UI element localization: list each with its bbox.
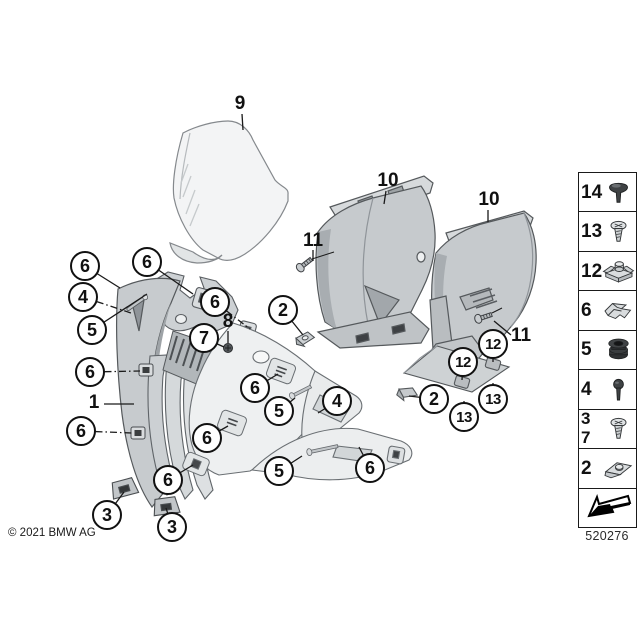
legend-row-14: 14 bbox=[579, 173, 636, 213]
screw-8 bbox=[223, 343, 233, 353]
screw-lower-2 bbox=[306, 444, 339, 456]
callout-7[interactable]: 7 bbox=[189, 323, 219, 353]
callout-6[interactable]: 6 bbox=[75, 357, 105, 387]
legend-row-3-7: 3 7 bbox=[579, 409, 636, 450]
callout-12[interactable]: 12 bbox=[478, 329, 508, 359]
callout-6[interactable]: 6 bbox=[70, 251, 100, 281]
legend-number: 3 bbox=[581, 409, 591, 429]
legend-number-stack: 3 7 bbox=[581, 409, 602, 447]
spring-clip-icon bbox=[602, 295, 635, 327]
callout-10[interactable]: 10 bbox=[478, 189, 500, 210]
screw-axis-lines bbox=[311, 251, 503, 314]
sheet-metal-nut-icon bbox=[602, 452, 635, 484]
legend-row-arrow bbox=[579, 489, 636, 527]
callout-6[interactable]: 6 bbox=[240, 373, 270, 403]
callout-5[interactable]: 5 bbox=[77, 315, 107, 345]
rubber-grommet-icon bbox=[602, 333, 635, 366]
callout-6[interactable]: 6 bbox=[153, 465, 183, 495]
callout-6[interactable]: 6 bbox=[132, 247, 162, 277]
callout-2[interactable]: 2 bbox=[419, 384, 449, 414]
parts-legend: 14 13 bbox=[578, 172, 637, 528]
copyright-text: © 2021 BMW AG bbox=[8, 527, 96, 539]
legend-number: 7 bbox=[581, 427, 591, 447]
callout-11[interactable]: 11 bbox=[510, 325, 532, 346]
callout-6[interactable]: 6 bbox=[355, 453, 385, 483]
callout-13[interactable]: 13 bbox=[478, 384, 508, 414]
legend-row-4: 4 bbox=[579, 370, 636, 410]
callout-4[interactable]: 4 bbox=[322, 386, 352, 416]
callout-2[interactable]: 2 bbox=[268, 295, 298, 325]
legend-number: 4 bbox=[581, 378, 592, 400]
mount-feet bbox=[111, 477, 181, 517]
knob-plug-icon bbox=[602, 176, 635, 209]
callout-11[interactable]: 11 bbox=[302, 230, 324, 251]
legend-row-5: 5 bbox=[579, 331, 636, 371]
clip-nut-upper bbox=[295, 331, 316, 348]
windscreen-part bbox=[169, 120, 289, 264]
diagram-code: 520276 bbox=[585, 529, 629, 543]
screw-lower-1 bbox=[289, 384, 313, 400]
callout-6[interactable]: 6 bbox=[200, 287, 230, 317]
legend-row-6: 6 bbox=[579, 291, 636, 331]
callout-12[interactable]: 12 bbox=[448, 347, 478, 377]
legend-row-12: 12 bbox=[579, 252, 636, 292]
screw-11-left bbox=[295, 256, 314, 273]
legend-number: 2 bbox=[581, 457, 592, 479]
screw-11-right bbox=[474, 311, 493, 324]
clip-pads bbox=[182, 357, 297, 477]
mount-tabs bbox=[130, 363, 154, 440]
callout-9[interactable]: 9 bbox=[234, 93, 246, 114]
legend-number: 5 bbox=[581, 339, 592, 361]
direction-arrow-icon bbox=[581, 493, 635, 523]
cage-nut-icon bbox=[602, 255, 635, 288]
callout-3[interactable]: 3 bbox=[92, 500, 122, 530]
legend-number: 14 bbox=[581, 181, 603, 203]
callout-5[interactable]: 5 bbox=[264, 456, 294, 486]
callout-8[interactable]: 8 bbox=[222, 311, 234, 332]
callout-10[interactable]: 10 bbox=[377, 170, 399, 191]
callout-5[interactable]: 5 bbox=[264, 396, 294, 426]
legend-row-2: 2 bbox=[579, 449, 636, 489]
callout-1[interactable]: 1 bbox=[88, 392, 100, 413]
callout-3[interactable]: 3 bbox=[157, 512, 187, 542]
pan-head-screw-icon bbox=[602, 412, 635, 445]
legend-number: 12 bbox=[581, 260, 603, 282]
pan-head-screw-icon bbox=[602, 215, 635, 248]
legend-row-13: 13 bbox=[579, 212, 636, 252]
callout-13[interactable]: 13 bbox=[449, 402, 479, 432]
callout-6[interactable]: 6 bbox=[192, 423, 222, 453]
legend-number: 6 bbox=[581, 300, 592, 322]
callout-4[interactable]: 4 bbox=[68, 282, 98, 312]
air-duct-left-part bbox=[315, 175, 436, 349]
callout-6[interactable]: 6 bbox=[66, 416, 96, 446]
ball-pin-icon bbox=[602, 373, 635, 406]
legend-number: 13 bbox=[581, 221, 603, 243]
